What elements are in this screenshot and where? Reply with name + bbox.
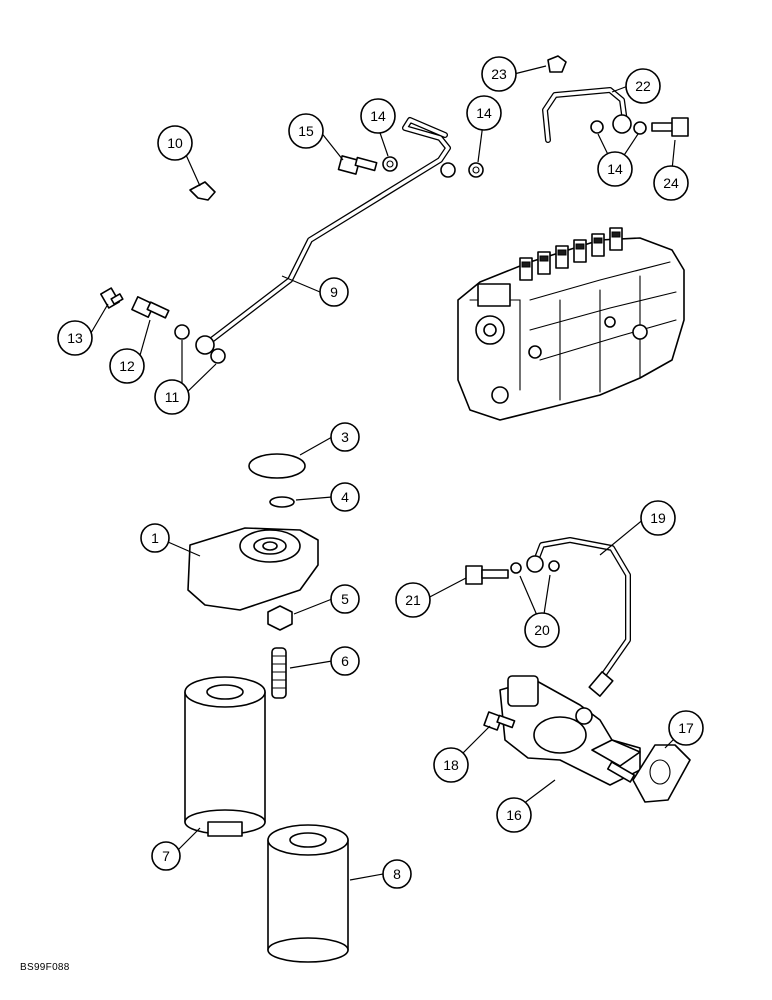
callout-14-c: 14	[597, 151, 633, 187]
clip-10	[189, 181, 216, 201]
banjo-bolt-21	[465, 565, 509, 585]
nipple-5	[267, 605, 293, 631]
o-ring-3	[248, 453, 306, 479]
callout-8: 8	[382, 859, 412, 889]
callout-21: 21	[395, 582, 431, 618]
fuel-line-19	[526, 537, 631, 697]
svg-text:9: 9	[330, 284, 338, 300]
svg-text:21: 21	[405, 592, 421, 608]
washer-14a	[382, 156, 398, 172]
callout-23: 23	[481, 56, 517, 92]
svg-text:10: 10	[167, 135, 183, 151]
svg-text:14: 14	[476, 105, 492, 121]
svg-text:18: 18	[443, 757, 459, 773]
svg-text:5: 5	[341, 591, 349, 607]
callout-4: 4	[330, 482, 360, 512]
svg-text:8: 8	[393, 866, 401, 882]
banjo-bolt-12	[131, 296, 170, 319]
svg-text:11: 11	[165, 389, 180, 405]
callout-10: 10	[157, 125, 193, 161]
callout-15: 15	[288, 113, 324, 149]
transfer-pump-16	[499, 675, 641, 786]
filter-head-1	[187, 527, 319, 611]
svg-text:23: 23	[491, 66, 507, 82]
gasket-17	[632, 744, 691, 803]
callout-12: 12	[109, 348, 145, 384]
callout-1: 1	[140, 523, 170, 553]
svg-text:6: 6	[341, 653, 349, 669]
fuel-line-9	[195, 117, 456, 355]
washer-14b	[468, 162, 484, 178]
callout-16: 16	[496, 797, 532, 833]
fuel-filter-7	[184, 676, 266, 837]
fuel-line-22	[542, 87, 632, 143]
svg-text:7: 7	[162, 848, 170, 864]
callout-19: 19	[640, 500, 676, 536]
svg-text:13: 13	[67, 330, 83, 346]
callout-14-a: 14	[360, 98, 396, 134]
washer-14d	[633, 121, 647, 135]
svg-text:14: 14	[607, 161, 623, 177]
svg-text:17: 17	[678, 720, 694, 736]
callout-13: 13	[57, 320, 93, 356]
svg-text:15: 15	[298, 123, 314, 139]
banjo-bolt-15	[337, 155, 378, 175]
washer-20a	[510, 562, 522, 574]
svg-text:20: 20	[534, 622, 550, 638]
svg-text:22: 22	[635, 78, 651, 94]
nut-23	[547, 55, 567, 73]
callout-3: 3	[330, 422, 360, 452]
banjo-bolt-24	[651, 117, 689, 137]
callout-18: 18	[433, 747, 469, 783]
callout-11: 11	[154, 379, 190, 415]
callout-20: 20	[524, 612, 560, 648]
callout-9: 9	[319, 277, 349, 307]
svg-text:12: 12	[119, 358, 135, 374]
adapter-6	[271, 647, 287, 699]
callout-22: 22	[625, 68, 661, 104]
callout-7: 7	[151, 841, 181, 871]
callout-6: 6	[330, 646, 360, 676]
o-ring-4	[269, 496, 295, 508]
callout-5: 5	[330, 584, 360, 614]
washer-11a	[174, 324, 190, 340]
svg-text:16: 16	[506, 807, 522, 823]
callout-14-b: 14	[466, 95, 502, 131]
bolt-18	[483, 711, 516, 731]
figure-code: BS99F088	[20, 962, 70, 973]
svg-text:14: 14	[370, 108, 386, 124]
injection-pump	[457, 227, 685, 421]
washer-14c	[590, 120, 604, 134]
svg-text:24: 24	[663, 175, 679, 191]
callout-24: 24	[653, 165, 689, 201]
callout-17: 17	[668, 710, 704, 746]
svg-text:3: 3	[341, 429, 349, 445]
svg-text:4: 4	[341, 489, 349, 505]
svg-text:19: 19	[650, 510, 666, 526]
fitting-13	[100, 287, 124, 309]
washer-20b	[548, 560, 560, 572]
svg-text:1: 1	[151, 530, 159, 546]
washer-11b	[210, 348, 226, 364]
fuel-filter-8	[267, 824, 349, 963]
